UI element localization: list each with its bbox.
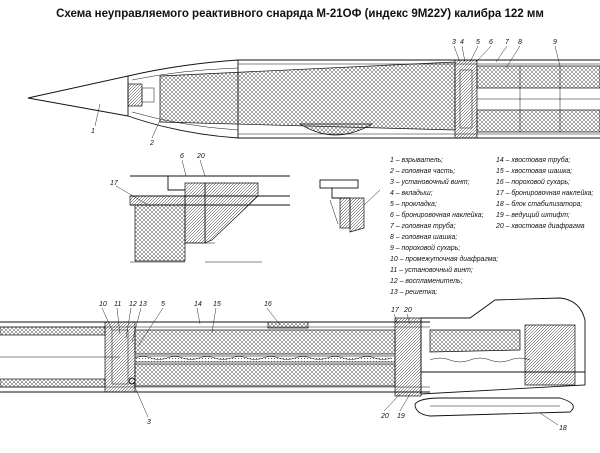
legend-item-11: 11 – установочный винт; xyxy=(390,266,473,274)
legend-item-13: 13 – решетка; xyxy=(390,289,437,296)
legend-item-18: 18 – блок стабилизатора; xyxy=(496,200,582,208)
tail-callout-5: 5 xyxy=(161,301,165,308)
tail-callout-20b: 20 xyxy=(380,413,389,420)
legend-item-1: 1 – взрыватель; xyxy=(390,157,443,164)
legend-item-15: 15 – хвостовая шашка; xyxy=(496,168,572,175)
callout-5: 5 xyxy=(476,39,480,46)
legend-item-20: 20 – хвостовая диафрагма xyxy=(495,222,585,230)
callout-9: 9 xyxy=(553,39,557,46)
legend-item-14: 14 – хвостовая труба; xyxy=(496,156,570,164)
tail-callout-12: 12 xyxy=(129,301,137,308)
tail-callout-11: 11 xyxy=(114,301,121,308)
callout-1: 1 xyxy=(91,128,95,135)
grain-9 xyxy=(476,65,600,89)
top-section-drawing: 1 2 3 4 5 6 7 8 9 xyxy=(27,39,600,147)
callout-8: 8 xyxy=(518,39,522,46)
tail-callout-19: 19 xyxy=(397,413,405,420)
detail-view-right xyxy=(319,179,381,233)
callout-4: 4 xyxy=(460,39,464,46)
legend-item-17: 17 – бронировочная наклейка; xyxy=(496,189,593,197)
legend-item-19: 19 – ведущий штифт; xyxy=(496,211,570,219)
tail-callout-3: 3 xyxy=(147,419,151,426)
legend-item-7: 7 – головная труба; xyxy=(390,222,456,230)
legend-item-5: 5 – прокладка; xyxy=(390,200,437,208)
callout-6: 6 xyxy=(489,39,493,46)
fuze-1 xyxy=(27,75,129,117)
legend-item-12: 12 – воспламенитель; xyxy=(390,278,463,285)
tail-callout-13: 13 xyxy=(139,301,147,308)
tail-callout-10: 10 xyxy=(99,301,107,308)
legend-item-8: 8 – головная шашка; xyxy=(390,234,457,241)
tail-callout-18: 18 xyxy=(559,425,567,432)
legend-item-10: 10 – промежуточная диафрагма; xyxy=(390,255,498,263)
tail-callout-15: 15 xyxy=(213,301,221,308)
legend-item-3: 3 – установочный винт; xyxy=(390,178,470,186)
callout-2: 2 xyxy=(149,140,154,147)
explosive-fill xyxy=(159,61,456,131)
tail-callout-20: 20 xyxy=(403,307,412,314)
legend: 1 – взрыватель; 2 – головная часть; 3 – … xyxy=(389,156,593,296)
legend-item-9: 9 – пороховой сухарь; xyxy=(390,244,460,252)
tail-grain-15 xyxy=(134,329,396,355)
legend-item-2: 2 – головная часть; xyxy=(389,168,455,175)
detail-callout-17: 17 xyxy=(110,180,119,187)
tail-callout-14: 14 xyxy=(194,301,202,308)
tail-callout-17: 17 xyxy=(391,307,400,314)
legend-item-6: 6 – бронировочная наклейка; xyxy=(390,211,484,219)
page-title: Схема неуправляемого реактивного снаряда… xyxy=(56,8,544,20)
tail-callout-16: 16 xyxy=(264,301,272,308)
callout-7: 7 xyxy=(505,39,510,46)
callout-3: 3 xyxy=(452,39,456,46)
legend-item-4: 4 – вкладыш; xyxy=(390,189,433,197)
bottom-section-drawing: 10 11 12 13 5 14 15 16 17 20 20 19 3 18 xyxy=(0,297,586,432)
detail-view-left: 6 20 17 xyxy=(110,153,290,263)
stabilizer-block-18 xyxy=(420,297,586,395)
detail-callout-20: 20 xyxy=(196,153,205,160)
legend-item-16: 16 – пороховой сухарь; xyxy=(496,178,570,186)
detail-callout-6: 6 xyxy=(180,153,184,160)
